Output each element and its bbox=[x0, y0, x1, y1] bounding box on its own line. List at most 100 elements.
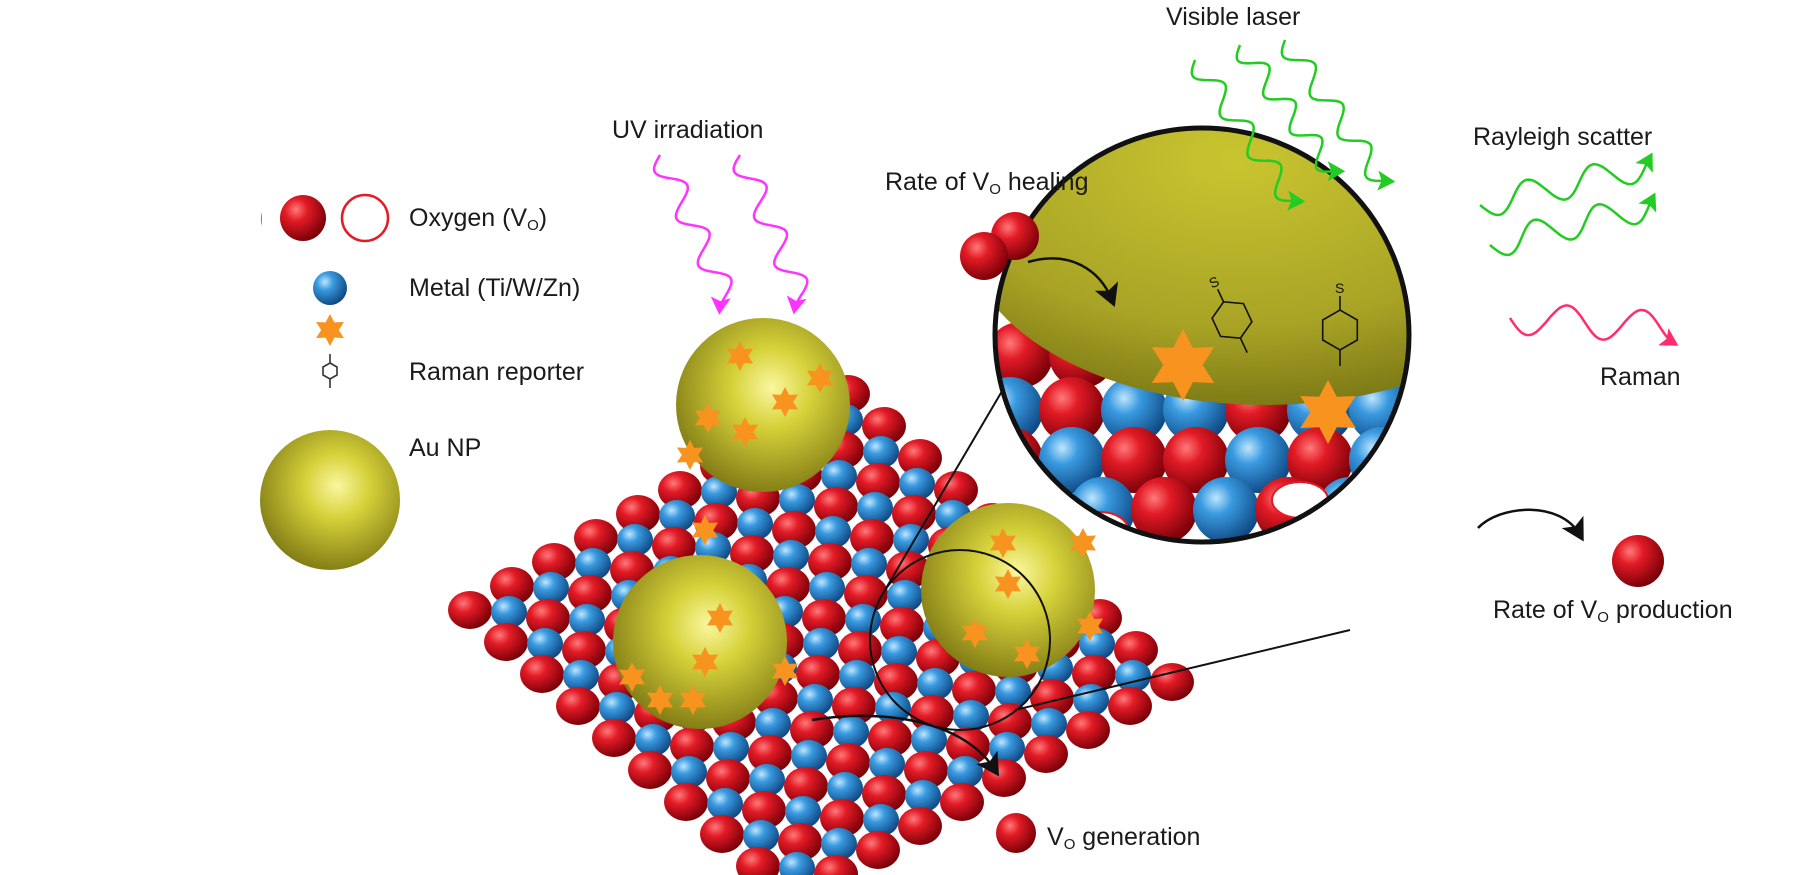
oxygen-atom bbox=[790, 711, 834, 749]
generation-label: VO generation bbox=[1047, 823, 1201, 853]
metal-atom bbox=[533, 572, 569, 604]
metal-atom bbox=[851, 548, 887, 580]
oxygen-atom bbox=[868, 719, 912, 757]
oxygen-atom bbox=[664, 783, 708, 821]
thiol-molecule: S bbox=[1321, 280, 1359, 366]
oxygen-atom bbox=[766, 567, 810, 605]
zoom-oxygen-atom bbox=[1163, 427, 1229, 493]
metal-atom bbox=[857, 492, 893, 524]
sulfur-label: S bbox=[1443, 300, 1457, 318]
generation-arrow bbox=[811, 714, 1000, 777]
oxygen-atom bbox=[898, 807, 942, 845]
oxygen-atom bbox=[628, 751, 672, 789]
raman-star bbox=[995, 569, 1021, 599]
zoom-raman-stars bbox=[1151, 329, 1503, 474]
oxygen-atom bbox=[1150, 663, 1194, 701]
metal-atom bbox=[743, 820, 779, 852]
oxygen-atom bbox=[1030, 679, 1074, 717]
legend-au-np-sphere bbox=[260, 430, 400, 570]
oxygen-atom bbox=[652, 527, 696, 565]
raman-star bbox=[727, 341, 753, 371]
oxygen-atom bbox=[814, 855, 858, 875]
au-np-left bbox=[613, 555, 787, 729]
raman-star bbox=[1444, 406, 1503, 474]
oxygen-atom bbox=[784, 767, 828, 805]
rayleigh-wave bbox=[1489, 192, 1657, 257]
generation-oxygen-atom bbox=[996, 813, 1036, 853]
oxygen-atom bbox=[484, 623, 528, 661]
metal-atom bbox=[803, 628, 839, 660]
legend-thiol-icon bbox=[322, 354, 338, 388]
raman-star bbox=[707, 603, 733, 633]
metal-atom bbox=[815, 516, 851, 548]
uv-arrows bbox=[652, 154, 809, 315]
oxygen-atom bbox=[1024, 735, 1068, 773]
metal-atom bbox=[887, 580, 923, 612]
legend-raman-reporter-label: Raman reporter bbox=[409, 358, 585, 386]
metal-atom bbox=[899, 468, 935, 500]
magnifier-region bbox=[869, 549, 1051, 731]
legend-oxygen-sphere-shadow bbox=[260, 212, 262, 226]
zoom-vacancy bbox=[1432, 272, 1488, 308]
oxygen-atom bbox=[520, 655, 564, 693]
legend-raman-star bbox=[316, 314, 344, 346]
raman-star bbox=[1077, 611, 1103, 641]
zoom-oxygen-atom bbox=[1131, 477, 1197, 542]
metal-atom bbox=[845, 604, 881, 636]
raman-star bbox=[677, 440, 703, 470]
zoom-metal-atom bbox=[1225, 427, 1291, 493]
oxygen-atom bbox=[850, 519, 894, 557]
zoom-metal-atom bbox=[1039, 427, 1105, 493]
raman-star bbox=[619, 662, 645, 692]
metal-atom bbox=[1031, 708, 1067, 740]
metal-atom bbox=[671, 756, 707, 788]
laser-wave bbox=[1235, 44, 1346, 182]
oxygen-atom bbox=[856, 831, 900, 869]
metal-atom bbox=[995, 676, 1031, 708]
metal-atom bbox=[755, 708, 791, 740]
zoom-oxygen-atom bbox=[995, 427, 1043, 493]
oxygen-atom bbox=[904, 751, 948, 789]
metal-atom bbox=[779, 852, 815, 875]
oxygen-atom bbox=[700, 815, 744, 853]
oxygen-atom bbox=[448, 591, 492, 629]
oxygen-atom bbox=[808, 543, 852, 581]
oxygen-atom bbox=[748, 735, 792, 773]
zoom-oxygen-atom bbox=[1379, 477, 1409, 542]
metal-atom bbox=[491, 596, 527, 628]
zoom-oxygen-atom bbox=[1039, 377, 1105, 443]
oxygen-atom bbox=[898, 439, 942, 477]
np-raman-stars bbox=[619, 341, 1103, 715]
oxygen-atom bbox=[1072, 655, 1116, 693]
oxygen-atom bbox=[1066, 711, 1110, 749]
legend-metal-sphere bbox=[313, 271, 347, 305]
metal-atom bbox=[833, 716, 869, 748]
metal-atom bbox=[869, 748, 905, 780]
metal-atom bbox=[779, 484, 815, 516]
laser-wave bbox=[1190, 59, 1306, 211]
raman-label: Raman bbox=[1600, 363, 1681, 391]
zoom-circle-border bbox=[992, 125, 1412, 545]
oxygen-atom bbox=[706, 759, 750, 797]
legend-vacancy-ring bbox=[340, 193, 390, 243]
oxygen-atom bbox=[988, 703, 1032, 741]
oxygen-atom bbox=[952, 671, 996, 709]
legend-metal-label: Metal (Ti/W/Zn) bbox=[409, 274, 581, 302]
zoom-gold-cap bbox=[995, 128, 1409, 405]
oxygen-atom bbox=[934, 471, 978, 509]
zoom-metal-atom bbox=[1193, 477, 1259, 542]
rayleigh-wave bbox=[1479, 152, 1653, 217]
laser-arrows bbox=[1190, 39, 1396, 211]
metal-atom bbox=[707, 788, 743, 820]
raman-star bbox=[807, 363, 833, 393]
oxygen-atom bbox=[772, 511, 816, 549]
zoom-oxygen-atom bbox=[1101, 427, 1167, 493]
raman-star bbox=[1070, 528, 1096, 558]
zoom-vacancy bbox=[1452, 502, 1508, 538]
healing-rate-label: Rate of VO healing bbox=[885, 168, 1089, 198]
metal-atom bbox=[863, 804, 899, 836]
oxygen-atom bbox=[532, 543, 576, 581]
oxygen-atom bbox=[574, 519, 618, 557]
raman-star bbox=[772, 656, 798, 686]
